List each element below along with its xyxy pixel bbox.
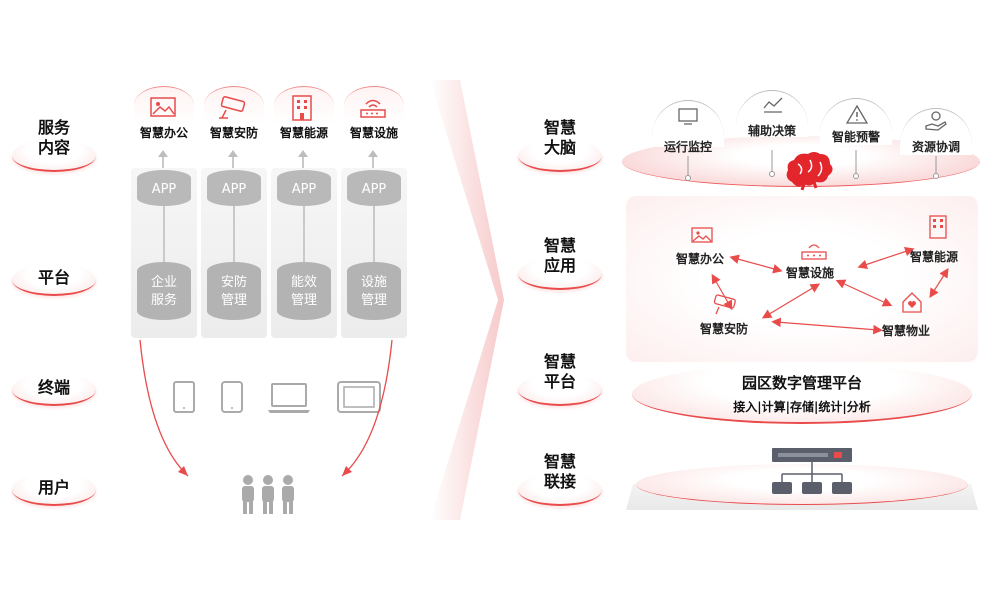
image-frame-icon — [150, 97, 176, 117]
platform-subtitle: 接入|计算|存储|统计|分析 — [733, 400, 871, 414]
building-icon — [292, 95, 312, 121]
stem-line — [233, 206, 235, 262]
app-cylinder: APP — [207, 170, 261, 206]
platform-band — [632, 364, 972, 424]
brain-dome-label: 辅助决策 — [747, 124, 796, 138]
platform-title: 园区数字管理平台 — [741, 374, 862, 392]
row-label-platform: 智慧平台 — [543, 352, 576, 391]
row-label-pill — [518, 374, 602, 406]
row-label-pill — [518, 258, 602, 290]
monitor-icon — [337, 381, 381, 413]
arrow-up-icon — [228, 150, 238, 157]
column-title: 智慧能源 — [279, 126, 328, 140]
row-label-pill — [12, 374, 96, 406]
monitor-icon — [678, 108, 698, 125]
router-icon — [801, 244, 827, 260]
column-title: 智慧办公 — [139, 126, 188, 140]
row-label-pill — [518, 140, 602, 172]
row-label-pill — [12, 474, 96, 506]
app-node-security: 智慧安防 — [700, 322, 749, 336]
app-node-facility: 智慧设施 — [786, 266, 835, 280]
stem-line — [162, 157, 164, 169]
stem-line — [373, 206, 375, 262]
stem-line — [303, 206, 305, 262]
stem-line — [302, 157, 304, 169]
app-cylinder: APP — [347, 170, 401, 206]
platform-cylinder: 安防 管理 — [207, 262, 261, 320]
column-title: 智慧设施 — [349, 126, 398, 140]
stem-line — [232, 157, 234, 169]
stem-line — [163, 206, 165, 262]
app-node-office: 智慧办公 — [676, 252, 725, 266]
platform-cylinder: 设施 管理 — [347, 262, 401, 320]
brain-dome-label: 智能预警 — [831, 130, 880, 144]
row-label-pill — [12, 140, 96, 172]
platform-cylinder: 企业 服务 — [137, 262, 191, 320]
security-camera-icon — [219, 96, 246, 119]
app-node-energy: 智慧能源 — [910, 250, 959, 264]
security-camera-icon — [713, 294, 736, 315]
phone-icon — [221, 381, 243, 413]
building-icon — [929, 215, 947, 239]
hand-coin-icon — [925, 111, 947, 131]
app-cylinder: APP — [277, 170, 331, 206]
row-label-service-content: 服务 内容 — [37, 118, 70, 157]
platform-cylinder: 能效 管理 — [277, 262, 331, 320]
link-band — [636, 464, 968, 505]
app-node-property: 智慧物业 — [882, 324, 931, 338]
row-label-pill — [12, 264, 96, 296]
users-group-icon — [242, 475, 294, 514]
divider-chevron — [430, 80, 504, 520]
bar-chart-icon — [763, 97, 783, 113]
arrow-up-icon — [158, 150, 168, 157]
warning-icon — [845, 104, 869, 124]
switch-icon — [772, 448, 852, 494]
row-label-app: 智慧应用 — [543, 236, 576, 275]
app-cylinder: APP — [137, 170, 191, 206]
router-icon — [360, 99, 386, 118]
column-top-arc — [204, 86, 264, 125]
brain-dome-label: 资源协调 — [911, 140, 960, 154]
tablet-icon — [173, 381, 195, 413]
brain-dome-label: 运行监控 — [663, 140, 712, 154]
laptop-icon — [268, 383, 310, 413]
brain-pins — [685, 150, 939, 181]
row-label-terminal: 终端 — [37, 378, 70, 397]
row-label-platform: 平台 — [37, 268, 70, 287]
column-top-arc — [134, 86, 194, 125]
arrow-up-icon — [368, 150, 378, 157]
brain-icon — [786, 152, 833, 191]
row-label-user: 用户 — [37, 478, 70, 497]
arrow-up-icon — [298, 150, 308, 157]
flow-arrows — [139, 339, 393, 477]
image-frame-icon — [691, 227, 713, 243]
stem-line — [372, 157, 374, 169]
row-label-brain: 智慧大脑 — [543, 118, 576, 157]
row-label-pill — [518, 474, 602, 506]
app-links — [711, 246, 949, 335]
home-heart-icon — [902, 292, 922, 313]
row-label-link: 智慧联接 — [543, 452, 576, 491]
column-title: 智慧安防 — [209, 126, 258, 140]
